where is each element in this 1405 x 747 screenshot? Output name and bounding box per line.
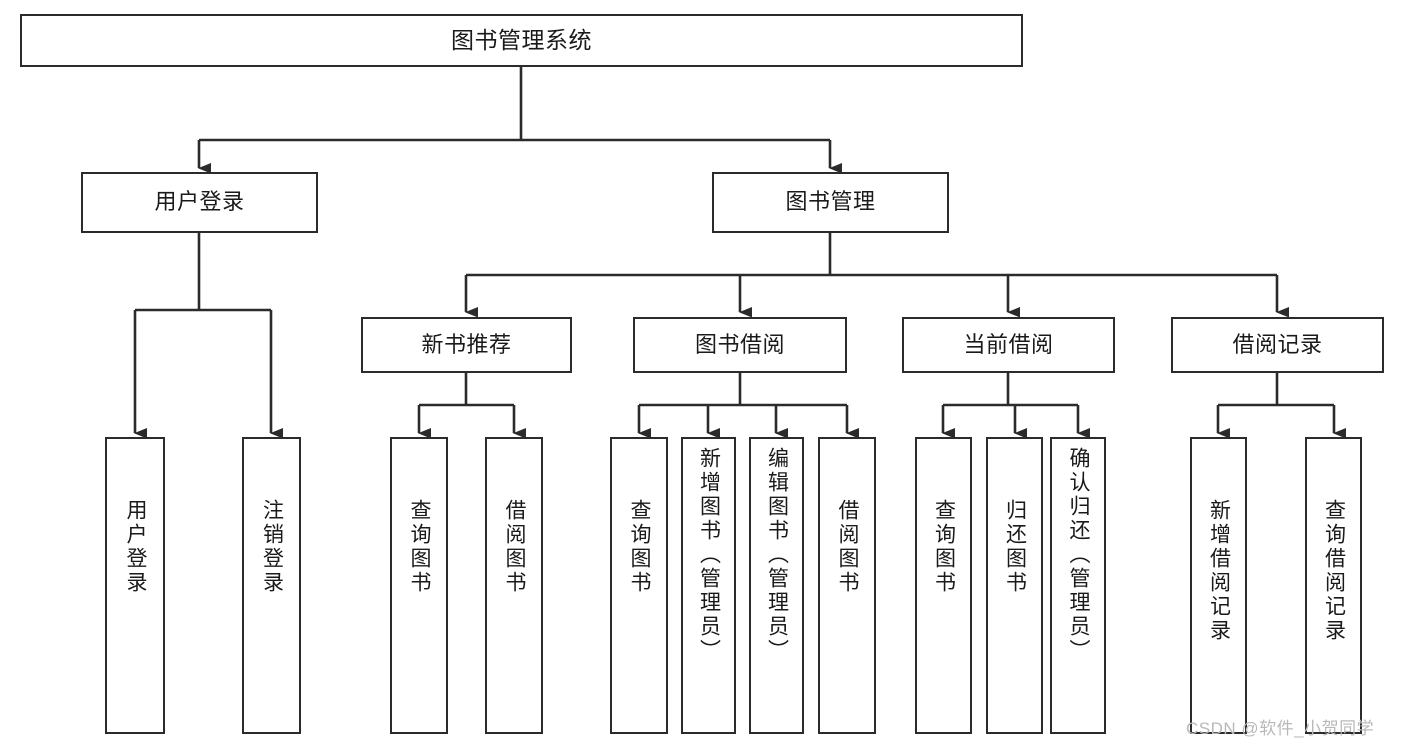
node-label: 确认归还（管理员） bbox=[1067, 447, 1091, 663]
leaf-add-book-admin[interactable]: 新增图书（管理员） bbox=[681, 437, 736, 734]
leaf-query-book-current[interactable]: 查询图书 bbox=[915, 437, 972, 734]
node-label: 图书管理 bbox=[785, 189, 876, 215]
node-current-borrow[interactable]: 当前借阅 bbox=[902, 317, 1115, 373]
leaf-add-borrow-record[interactable]: 新增借阅记录 bbox=[1190, 437, 1247, 734]
leaf-return-book[interactable]: 归还图书 bbox=[986, 437, 1043, 734]
node-label: 查询图书 bbox=[628, 499, 652, 595]
node-book-management[interactable]: 图书管理 bbox=[712, 172, 949, 233]
node-label: 查询图书 bbox=[408, 499, 432, 595]
leaf-user-login[interactable]: 用户登录 bbox=[105, 437, 165, 734]
leaf-borrow-book[interactable]: 借阅图书 bbox=[818, 437, 876, 734]
node-label: 借阅记录 bbox=[1232, 331, 1323, 357]
leaf-borrow-book-recommend[interactable]: 借阅图书 bbox=[485, 437, 543, 734]
node-label: 用户登录 bbox=[124, 499, 148, 595]
node-root-system[interactable]: 图书管理系统 bbox=[20, 14, 1023, 67]
node-label: 新增借阅记录 bbox=[1207, 499, 1231, 643]
node-label: 新书推荐 bbox=[421, 331, 512, 357]
node-label: 借阅图书 bbox=[836, 499, 860, 595]
node-label: 图书借阅 bbox=[694, 331, 785, 357]
node-new-book-recommend[interactable]: 新书推荐 bbox=[361, 317, 572, 373]
node-book-borrow[interactable]: 图书借阅 bbox=[633, 317, 847, 373]
node-label: 编辑图书（管理员） bbox=[765, 447, 789, 663]
leaf-query-book-borrow[interactable]: 查询图书 bbox=[610, 437, 668, 734]
node-label: 查询借阅记录 bbox=[1322, 499, 1346, 643]
leaf-query-book-recommend[interactable]: 查询图书 bbox=[390, 437, 448, 734]
leaf-query-borrow-record[interactable]: 查询借阅记录 bbox=[1305, 437, 1362, 734]
node-label: 新增图书（管理员） bbox=[697, 447, 721, 663]
leaf-edit-book-admin[interactable]: 编辑图书（管理员） bbox=[749, 437, 804, 734]
node-label: 注销登录 bbox=[260, 499, 284, 595]
node-label: 借阅图书 bbox=[503, 499, 527, 595]
node-label: 查询图书 bbox=[932, 499, 956, 595]
node-label: 当前借阅 bbox=[963, 331, 1054, 357]
node-label: 图书管理系统 bbox=[451, 26, 592, 53]
node-label: 归还图书 bbox=[1003, 499, 1027, 595]
leaf-logout[interactable]: 注销登录 bbox=[242, 437, 301, 734]
watermark-text: CSDN @软件_小贺同学 bbox=[1186, 719, 1375, 738]
node-label: 用户登录 bbox=[154, 189, 245, 215]
node-borrow-records[interactable]: 借阅记录 bbox=[1171, 317, 1384, 373]
node-user-login[interactable]: 用户登录 bbox=[81, 172, 318, 233]
leaf-confirm-return-admin[interactable]: 确认归还（管理员） bbox=[1050, 437, 1106, 734]
